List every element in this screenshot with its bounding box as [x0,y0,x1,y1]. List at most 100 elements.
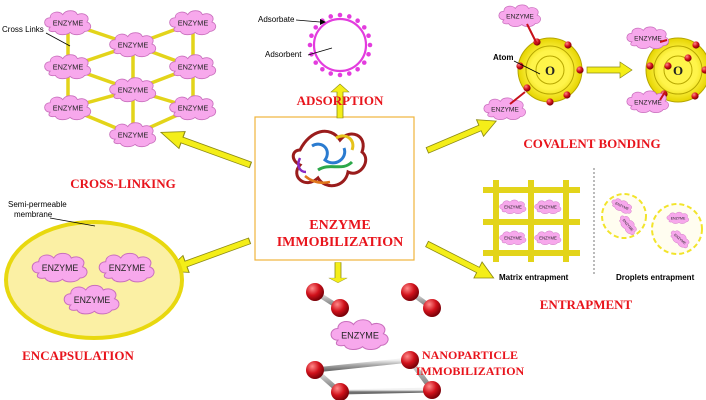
enzyme-cloud: ENZYME [31,252,88,283]
adsorbate-dots [307,12,373,78]
enzyme-label: ENZYME [53,63,84,72]
sphere [346,71,352,76]
cross-links-label: Cross Links [2,25,44,34]
membrane-label-2: membrane [14,210,53,219]
enzyme-cloud: ENZYME [44,54,92,80]
center-title-line1: ENZYME [309,218,370,233]
sphere [331,299,349,317]
adsorption-title: ADSORPTION [297,93,384,108]
sphere [692,41,700,49]
enzyme-label: ENZYME [118,86,149,95]
crosslinking-section: ENZYME ENZYME ENZYME ENZYME ENZYME ENZYME ENZY… [2,10,217,191]
enzyme-cloud: ENZYME [534,230,562,245]
enzyme-label: ENZYME [539,236,557,241]
nanoparticle-spheres [306,283,441,400]
enzyme-cloud: ENZYME [63,284,120,315]
enzyme-cloud: ENZYME [499,230,527,245]
enzyme-label: ENZYME [504,205,522,210]
sphere [331,383,349,400]
matrix-grid [483,180,580,262]
sphere [313,25,319,30]
matrix-entrapment-label: Matrix entrapment [499,273,569,282]
enzyme-label: ENZYME [118,41,149,50]
nanoparticle-enzyme: ENZYME [330,319,389,350]
enzyme-label: ENZYME [634,35,662,42]
atom-symbol-left: O [545,63,555,78]
enzyme-structure-icon [291,129,368,188]
center-title-line2: IMMOBILIZATION [277,235,404,250]
sphere [366,33,371,39]
sphere [563,91,571,99]
enzyme-cloud: ENZYME [483,97,526,120]
encapsulated-enzymes: ENZYME ENZYME ENZYME [31,252,155,315]
enzyme-cloud: ENZYME [98,252,155,283]
adsorbent-circle [312,17,368,73]
covalent-bonds [509,23,668,105]
sphere [361,60,367,65]
sphere [307,42,313,48]
sphere [701,66,706,74]
sphere [564,41,572,49]
sphere [546,98,554,106]
membrane-label-1: Semi-permeable [8,200,67,209]
enzyme-cloud: ENZYME [609,195,635,216]
enzyme-cloud: ENZYME [169,54,217,80]
enzyme-label: ENZYME [178,63,209,72]
enzyme-cloud: ENZYME [169,10,217,36]
enzyme-label: ENZYME [53,19,84,28]
arrow-to-entrapment [422,235,499,287]
matrix-enzymes: ENZYME ENZYME ENZYME ENZYME [499,199,562,245]
sphere [684,54,692,62]
enzyme-label: ENZYME [634,99,662,106]
enzyme-cloud: ENZYME [666,211,690,224]
enzyme-cloud: ENZYME [330,319,389,350]
enzyme-cloud: ENZYME [498,4,541,27]
enzyme-cloud: ENZYME [109,122,157,148]
crosslink-enzymes: ENZYME ENZYME ENZYME ENZYME ENZYME ENZYME ENZY… [44,10,217,148]
sphere [309,33,314,39]
enzyme-cloud: ENZYME [44,10,92,36]
sphere [328,14,334,19]
sphere [523,84,531,92]
enzyme-cloud: ENZYME [626,26,669,49]
nanoparticle-title-1: NANOPARTICLE [422,348,518,362]
enzyme-label: ENZYME [53,104,84,113]
nanoparticle-cube-edges [312,289,435,395]
atom-label: Atom [493,53,513,62]
arrow-to-crosslinking [157,123,255,174]
enzyme-label: ENZYME [178,104,209,113]
sphere [366,51,371,57]
covalent-arrow [586,61,633,79]
semi-permeable-membrane [4,220,184,340]
sphere [423,381,441,399]
entrapment-title: ENTRAPMENT [540,297,633,312]
sphere [401,283,419,301]
adsorbent-label: Adsorbent [265,50,302,59]
sphere [313,60,319,65]
sphere [361,25,367,30]
sphere [355,18,360,24]
sphere [346,14,352,19]
enzyme-label: ENZYME [74,295,111,305]
covalent-title: COVALENT BONDING [523,136,660,151]
droplet-right [651,203,703,255]
enzyme-cloud: ENZYME [169,95,217,121]
enzyme-label: ENZYME [42,263,79,273]
enzyme-label: ENZYME [539,205,557,210]
enzyme-cloud: ENZYME [667,227,693,251]
sphere [306,361,324,379]
adsorbate-label: Adsorbate [258,15,295,24]
sphere [646,62,654,70]
covalent-enzymes: ENZYME ENZYME ENZYME ENZYME [483,4,669,120]
sphere [306,283,324,301]
atom-symbol-right: O [673,63,683,78]
enzyme-label: ENZYME [341,330,379,340]
enzyme-label: ENZYME [671,216,686,220]
enzyme-label: ENZYME [491,106,519,113]
sphere [576,66,584,74]
sphere [516,62,524,70]
sphere [664,62,672,70]
